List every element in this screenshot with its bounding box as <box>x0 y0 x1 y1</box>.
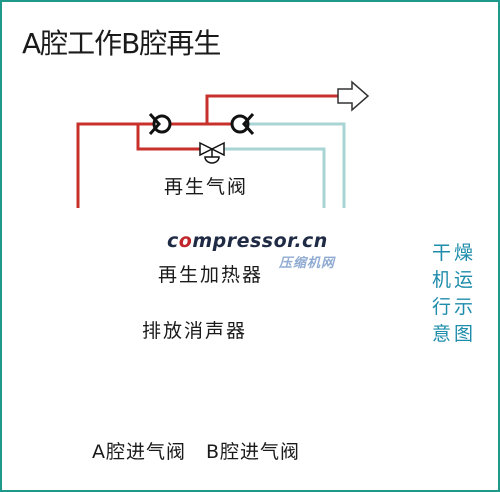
active-pipe-left <box>76 122 162 208</box>
regen-valve-label: 再生气阀 <box>164 176 249 198</box>
muffler-label: 排放消声器 <box>142 320 248 342</box>
watermark-brand-o: o <box>178 230 193 252</box>
regen-pipe-right <box>242 122 346 208</box>
watermark-brand-rest: mpressor.cn <box>192 230 328 252</box>
inlet-valves-label: A腔进气阀 B腔进气阀 <box>92 441 301 463</box>
active-pipe-branch <box>136 124 207 151</box>
check-valve-right <box>230 112 255 136</box>
heater-label: 再生加热器 <box>158 264 264 286</box>
regen-pipe-branch <box>218 147 326 208</box>
active-pipe-riser <box>205 94 338 124</box>
side-caption: 干燥机运行示意图 <box>432 242 477 345</box>
watermark-logo: compressor.cn 压缩机网 <box>167 230 334 271</box>
regen-valve-icon <box>199 141 225 164</box>
outlet-arrow <box>337 80 370 112</box>
watermark-sub: 压缩机网 <box>279 256 336 271</box>
watermark-brand-c: c <box>167 230 179 252</box>
check-valve-left <box>148 112 172 136</box>
diagram-title: A腔工作B腔再生 <box>22 27 221 60</box>
